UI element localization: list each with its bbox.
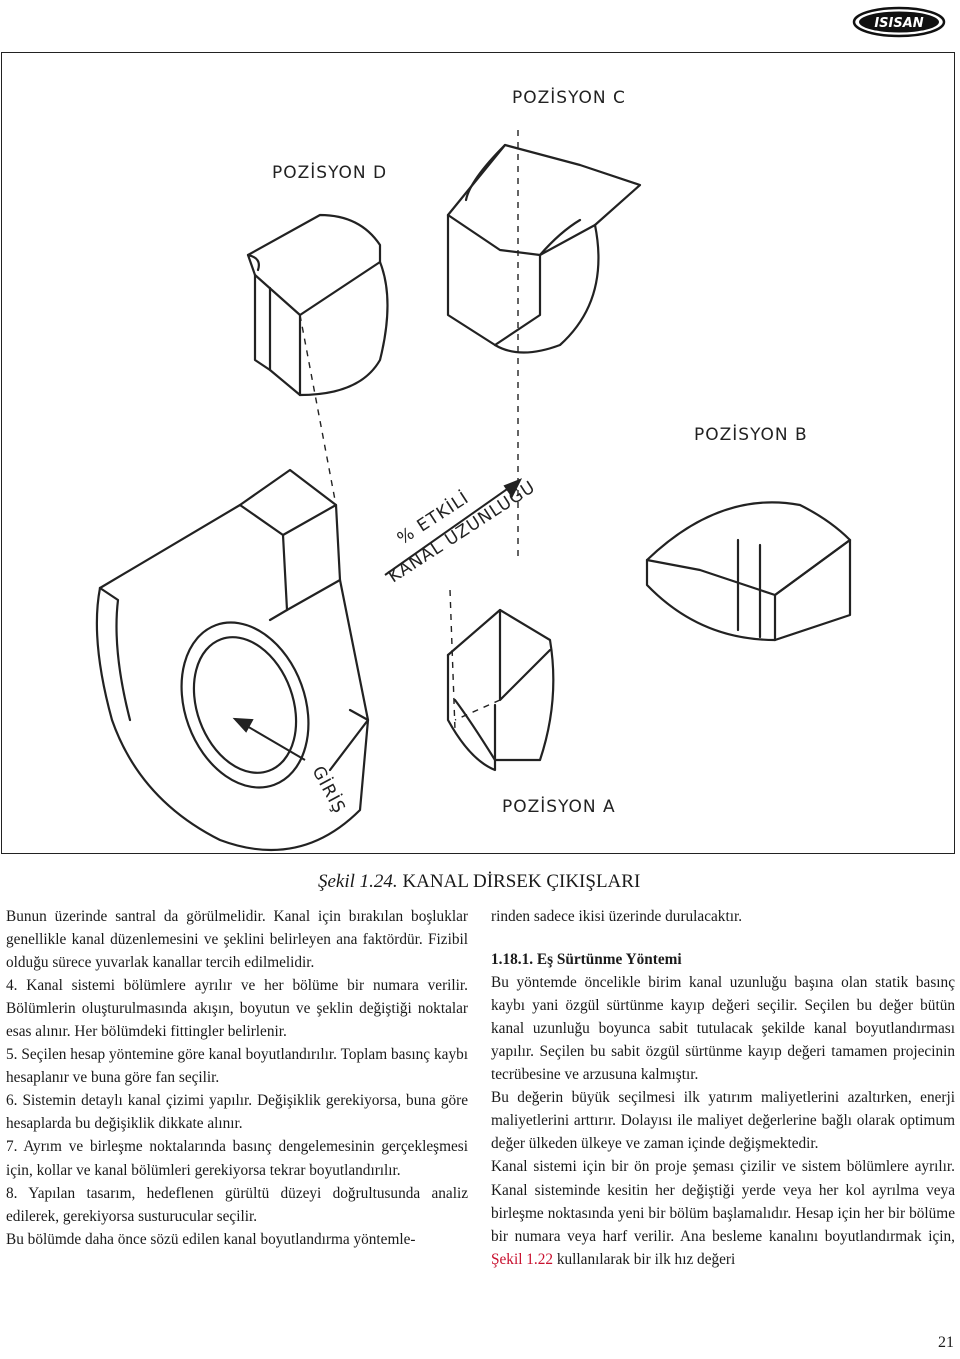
right-paragraph-3-end: kullanılarak bir ilk hız değeri — [556, 1250, 736, 1268]
right-paragraph-1: Bu yöntemde öncelikle birim kanal uzunlu… — [491, 974, 955, 1084]
duct-elbow-figure: POZİSYON C POZİSYON D POZİSYON B POZİSYO… — [95, 87, 852, 852]
right-paragraph-3: Kanal sistemi için bir ön proje şeması ç… — [491, 1155, 955, 1270]
page-number: 21 — [938, 1334, 954, 1351]
label-giris: GİRİŞ — [308, 762, 350, 817]
figure-reference-link[interactable]: Şekil 1.22 — [491, 1250, 554, 1268]
right-intro: rinden sadece ikisi üzerinde durulacaktı… — [491, 908, 743, 925]
left-paragraph: Bunun üzerinde santral da görülmelidir. … — [6, 908, 468, 972]
brand-text: ISISAN — [874, 16, 923, 31]
label-pozisyon-d: POZİSYON D — [272, 162, 387, 183]
right-column: rinden sadece ikisi üzerinde durulacaktı… — [491, 905, 955, 1271]
list-item-7: 7. Ayrım ve birleşme noktalarında basınç… — [6, 1138, 468, 1179]
right-paragraph-3-text: Kanal sistemi için bir ön proje şeması ç… — [491, 1158, 955, 1245]
list-item-6: 6. Sistemin detaylı kanal çizimi yapılır… — [6, 1092, 468, 1133]
caption-title: KANAL DİRSEK ÇIKIŞLARI — [402, 871, 641, 892]
isisan-logo: ISISAN — [852, 6, 946, 38]
list-item-5: 5. Seçilen hesap yöntemine göre kanal bo… — [6, 1046, 468, 1087]
list-item-8: 8. Yapılan tasarım, hedeflenen gürültü d… — [6, 1184, 468, 1225]
label-pozisyon-b: POZİSYON B — [694, 424, 808, 445]
right-paragraph-2: Bu değerin büyük seçilmesi ilk yatırım m… — [491, 1089, 955, 1153]
label-pozisyon-c: POZİSYON C — [512, 87, 626, 108]
figure-caption: Şekil 1.24. KANAL DİRSEK ÇIKIŞLARI — [318, 871, 640, 893]
label-pozisyon-a: POZİSYON A — [502, 796, 616, 817]
caption-prefix: Şekil 1.24. — [318, 871, 398, 892]
figure-frame — [1, 52, 955, 854]
left-column: Bunun üzerinde santral da görülmelidir. … — [6, 905, 468, 1251]
section-heading: 1.18.1. Eş Sürtünme Yöntemi — [491, 951, 682, 969]
left-paragraph-end: Bu bölümde daha önce sözü edilen kanal b… — [6, 1230, 416, 1248]
list-item-4: 4. Kanal sistemi bölümlere ayrılır ve he… — [6, 977, 468, 1041]
